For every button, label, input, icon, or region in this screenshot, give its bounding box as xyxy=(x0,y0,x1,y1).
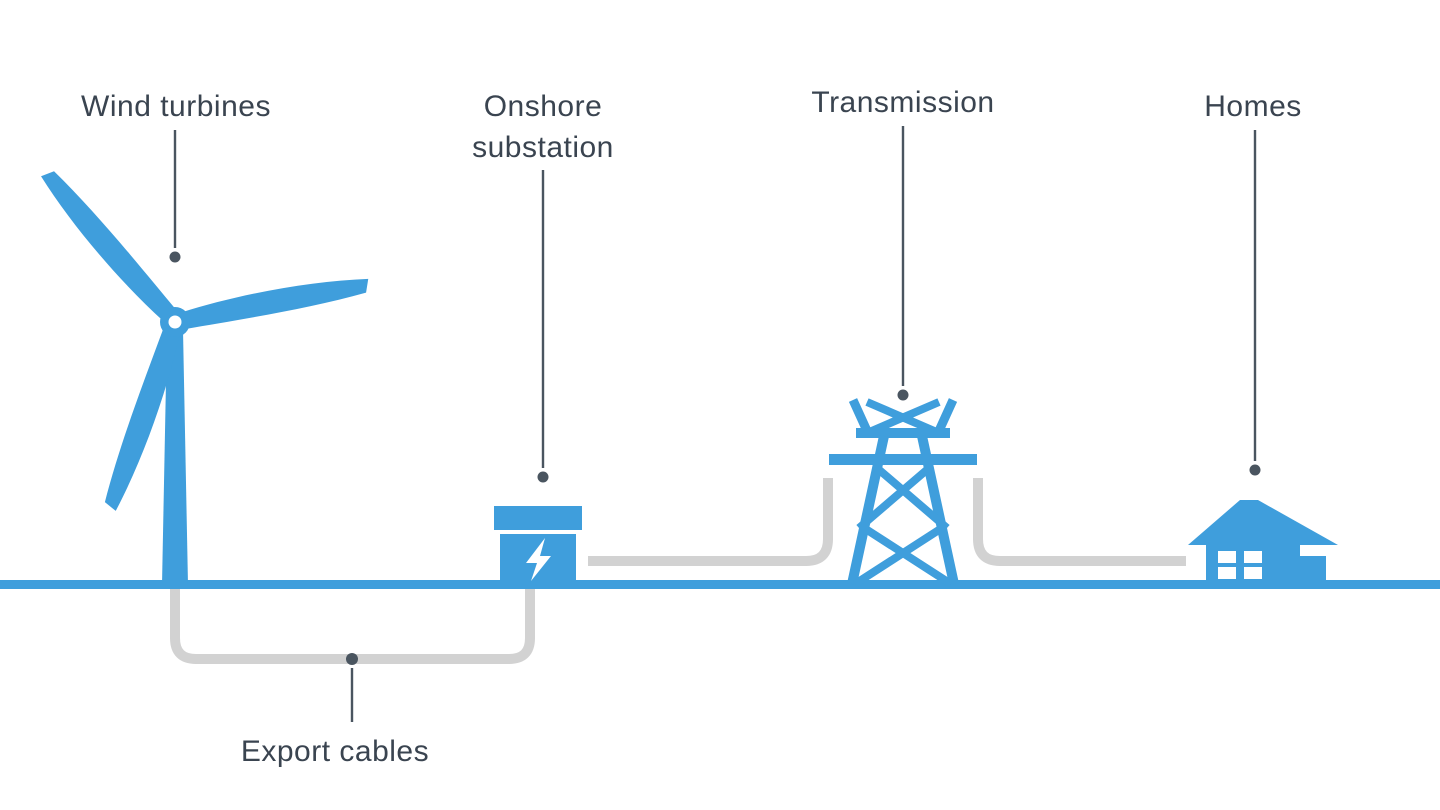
wind-turbine-icon xyxy=(34,166,372,585)
label-onshore-substation-line1: Onshore xyxy=(484,90,603,123)
house-annex xyxy=(1300,556,1326,585)
house-roof xyxy=(1188,500,1338,545)
house-window xyxy=(1218,551,1236,563)
turbine-blade xyxy=(180,269,372,333)
label-homes: Homes xyxy=(1204,90,1302,123)
lightning-bolt-icon xyxy=(526,538,551,581)
substation-roof xyxy=(494,506,582,530)
substation-icon xyxy=(494,506,582,585)
turbine-hub-center xyxy=(168,315,182,329)
pylon-upper-arm xyxy=(856,428,950,438)
house-window xyxy=(1218,567,1236,579)
pylon-top-bracing xyxy=(865,398,941,437)
label-transmission: Transmission xyxy=(811,86,994,119)
turbine-blade xyxy=(34,166,180,324)
label-export-cables: Export cables xyxy=(241,735,429,768)
label-onshore-substation-line2: substation xyxy=(472,131,614,164)
pylon-main-arm xyxy=(829,454,977,465)
house-window xyxy=(1244,567,1262,579)
pylon-top-prongs xyxy=(848,398,958,435)
pointer-dot-transmission xyxy=(897,389,909,401)
turbine-tower xyxy=(162,330,188,585)
transmission-tower-icon xyxy=(829,398,977,588)
label-wind-turbines: Wind turbines xyxy=(81,90,271,123)
transmission-to-homes-cable xyxy=(973,478,1186,566)
ground-line xyxy=(0,580,1440,589)
substation-to-transmission-cable xyxy=(588,478,833,566)
pointer-dot-onshore-substation xyxy=(537,471,549,483)
house-window xyxy=(1244,551,1262,563)
export-cable xyxy=(170,589,535,664)
house-icon xyxy=(1188,500,1338,585)
pointer-dot-homes xyxy=(1249,464,1261,476)
pylon-leg-bracing xyxy=(852,464,954,588)
pointer-dot-wind-turbines xyxy=(169,251,181,263)
pointers xyxy=(169,126,1261,722)
pointer-dot-export-cables xyxy=(346,653,358,665)
